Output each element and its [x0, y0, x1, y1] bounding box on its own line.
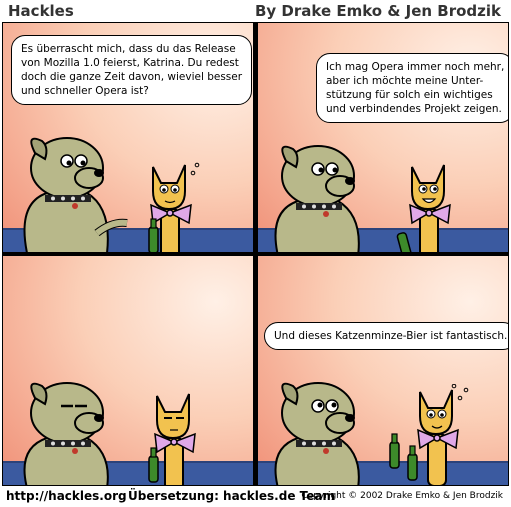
speech-line: Und dieses Katzenminze-Bier ist fantasti…	[274, 330, 508, 342]
speech-bubble-dog: Es überrascht mich, dass du das Release …	[11, 35, 253, 105]
speech-bubble-cat: Ich mag Opera immer noch mehr, aber ich …	[316, 53, 508, 123]
footer-translation-credit: Übersetzung: hackles.de Team	[128, 489, 335, 503]
panel-4: Und dieses Katzenminze-Bier ist fantasti…	[258, 256, 508, 485]
cat-character	[148, 393, 196, 485]
dog-character	[274, 382, 360, 485]
dog-character	[23, 382, 109, 485]
speech-line: Es überrascht mich, dass du das Release	[21, 43, 236, 55]
speech-bubble-cat: Und dieses Katzenminze-Bier ist fantasti…	[264, 322, 508, 350]
footer-url-link[interactable]: http://hackles.org	[6, 489, 127, 503]
footer-copyright: Copyright © 2002 Drake Emko & Jen Brodzi…	[301, 491, 503, 501]
comic-title: Hackles	[8, 2, 74, 20]
cat-character	[148, 162, 200, 252]
cat-character	[389, 384, 469, 485]
speech-line: von Mozilla 1.0 feierst, Katrina. Du red…	[21, 57, 239, 69]
speech-line: aber ich möchte meine Unter-	[326, 75, 484, 87]
panel-3	[3, 256, 253, 485]
speech-line: und verbindendes Projekt zeigen.	[326, 103, 502, 115]
dog-character	[274, 145, 360, 252]
speech-line: und schneller Opera ist?	[21, 85, 149, 97]
speech-line: stützung für solch ein wichtiges	[326, 89, 493, 101]
dog-character	[23, 137, 128, 252]
comic-byline: By Drake Emko & Jen Brodzik	[254, 2, 501, 20]
comic-strip: Es überrascht mich, dass du das Release …	[2, 22, 509, 486]
panel-2: Ich mag Opera immer noch mehr, aber ich …	[258, 23, 508, 252]
speech-line: doch die ganze Zeit davon, wieviel besse…	[21, 71, 243, 83]
speech-line: Ich mag Opera immer noch mehr,	[326, 61, 505, 73]
panel-1: Es überrascht mich, dass du das Release …	[3, 23, 253, 252]
cat-character	[396, 164, 451, 252]
